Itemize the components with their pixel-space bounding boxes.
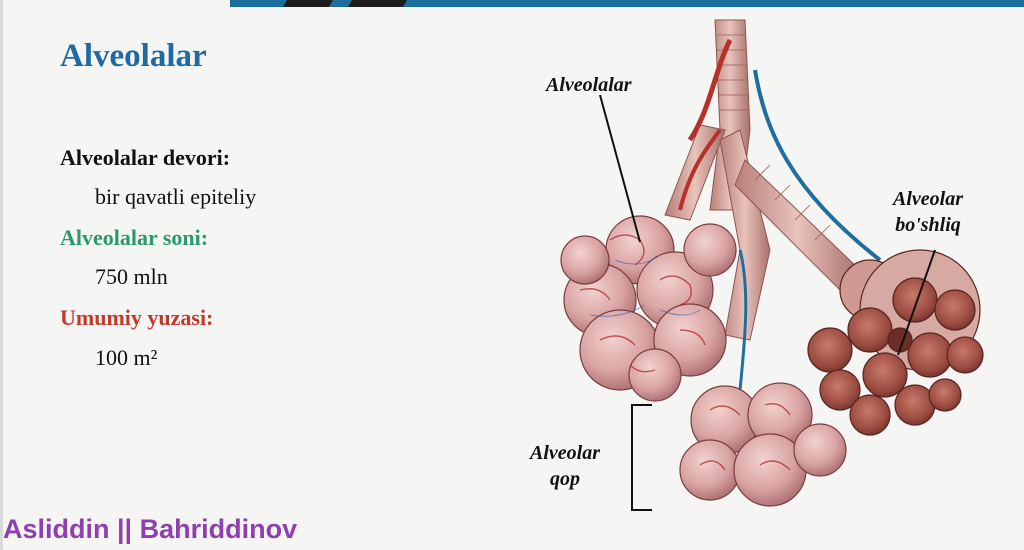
label-alveolar-sac: Alveolar qop <box>510 440 620 492</box>
top-accent-stripe <box>283 0 333 7</box>
label-alveolar-sac-line1: Alveolar <box>510 440 620 466</box>
top-accent-stripe <box>348 0 407 7</box>
label-alveolar-sac-line2: qop <box>510 466 620 492</box>
label-alveolar-cavity-line2: bo'shliq <box>873 212 983 238</box>
slide-left-edge <box>0 0 3 550</box>
label-alveolar-cavity: Alveolar bo'shliq <box>873 186 983 238</box>
author-signature: Asliddin || Bahriddinov <box>3 514 297 545</box>
count-label: Alveolalar soni: <box>60 225 208 251</box>
count-value: 750 mln <box>95 264 168 290</box>
wall-value: bir qavatli epiteliy <box>95 184 256 210</box>
area-value: 100 m² <box>95 345 157 371</box>
slide-title: Alveolalar <box>60 38 207 75</box>
label-alveolar-cavity-line1: Alveolar <box>873 186 983 212</box>
area-label: Umumiy yuzasi: <box>60 305 213 331</box>
label-alveoli: Alveolalar <box>546 72 632 98</box>
wall-label: Alveolalar devori: <box>60 145 230 171</box>
